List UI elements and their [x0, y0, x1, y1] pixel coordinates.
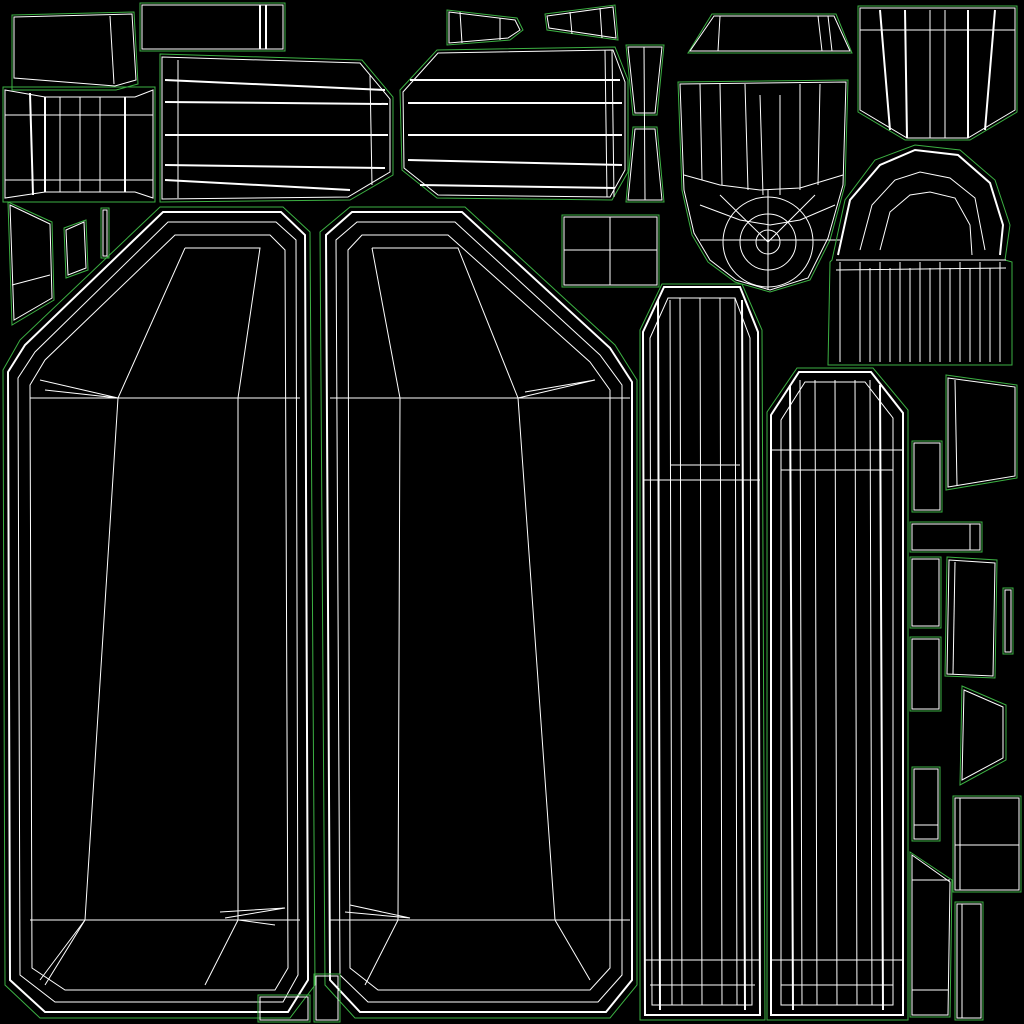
uv-island-right-edge-pieces [909, 374, 1022, 1021]
uv-island-big-panel-left [2, 206, 316, 1019]
uv-island-top-left-strip [139, 2, 286, 52]
uv-island-small-square [561, 214, 660, 288]
uv-island-left-tiny-parts [7, 201, 110, 326]
uv-island-top-wide-right [399, 46, 629, 201]
uv-island-top-wide-left [159, 53, 394, 203]
uv-island-top-small-left [446, 9, 524, 46]
uv-island-visor [677, 79, 849, 293]
uv-island-bottom-small-pieces [257, 973, 341, 1023]
uv-island-top-right-block [857, 5, 1018, 141]
uv-island-thin-vertical-pair [625, 44, 665, 203]
uv-island-left-box [2, 86, 156, 203]
uv-island-tall-column-left [639, 283, 766, 1021]
uv-island-tall-column-right [766, 367, 909, 1021]
uv-island-big-panel-right [319, 206, 638, 1019]
uv-island-dome [827, 144, 1013, 366]
uv-island-top-small-right [544, 4, 619, 41]
uv-island-top-trapezoid [687, 13, 853, 54]
